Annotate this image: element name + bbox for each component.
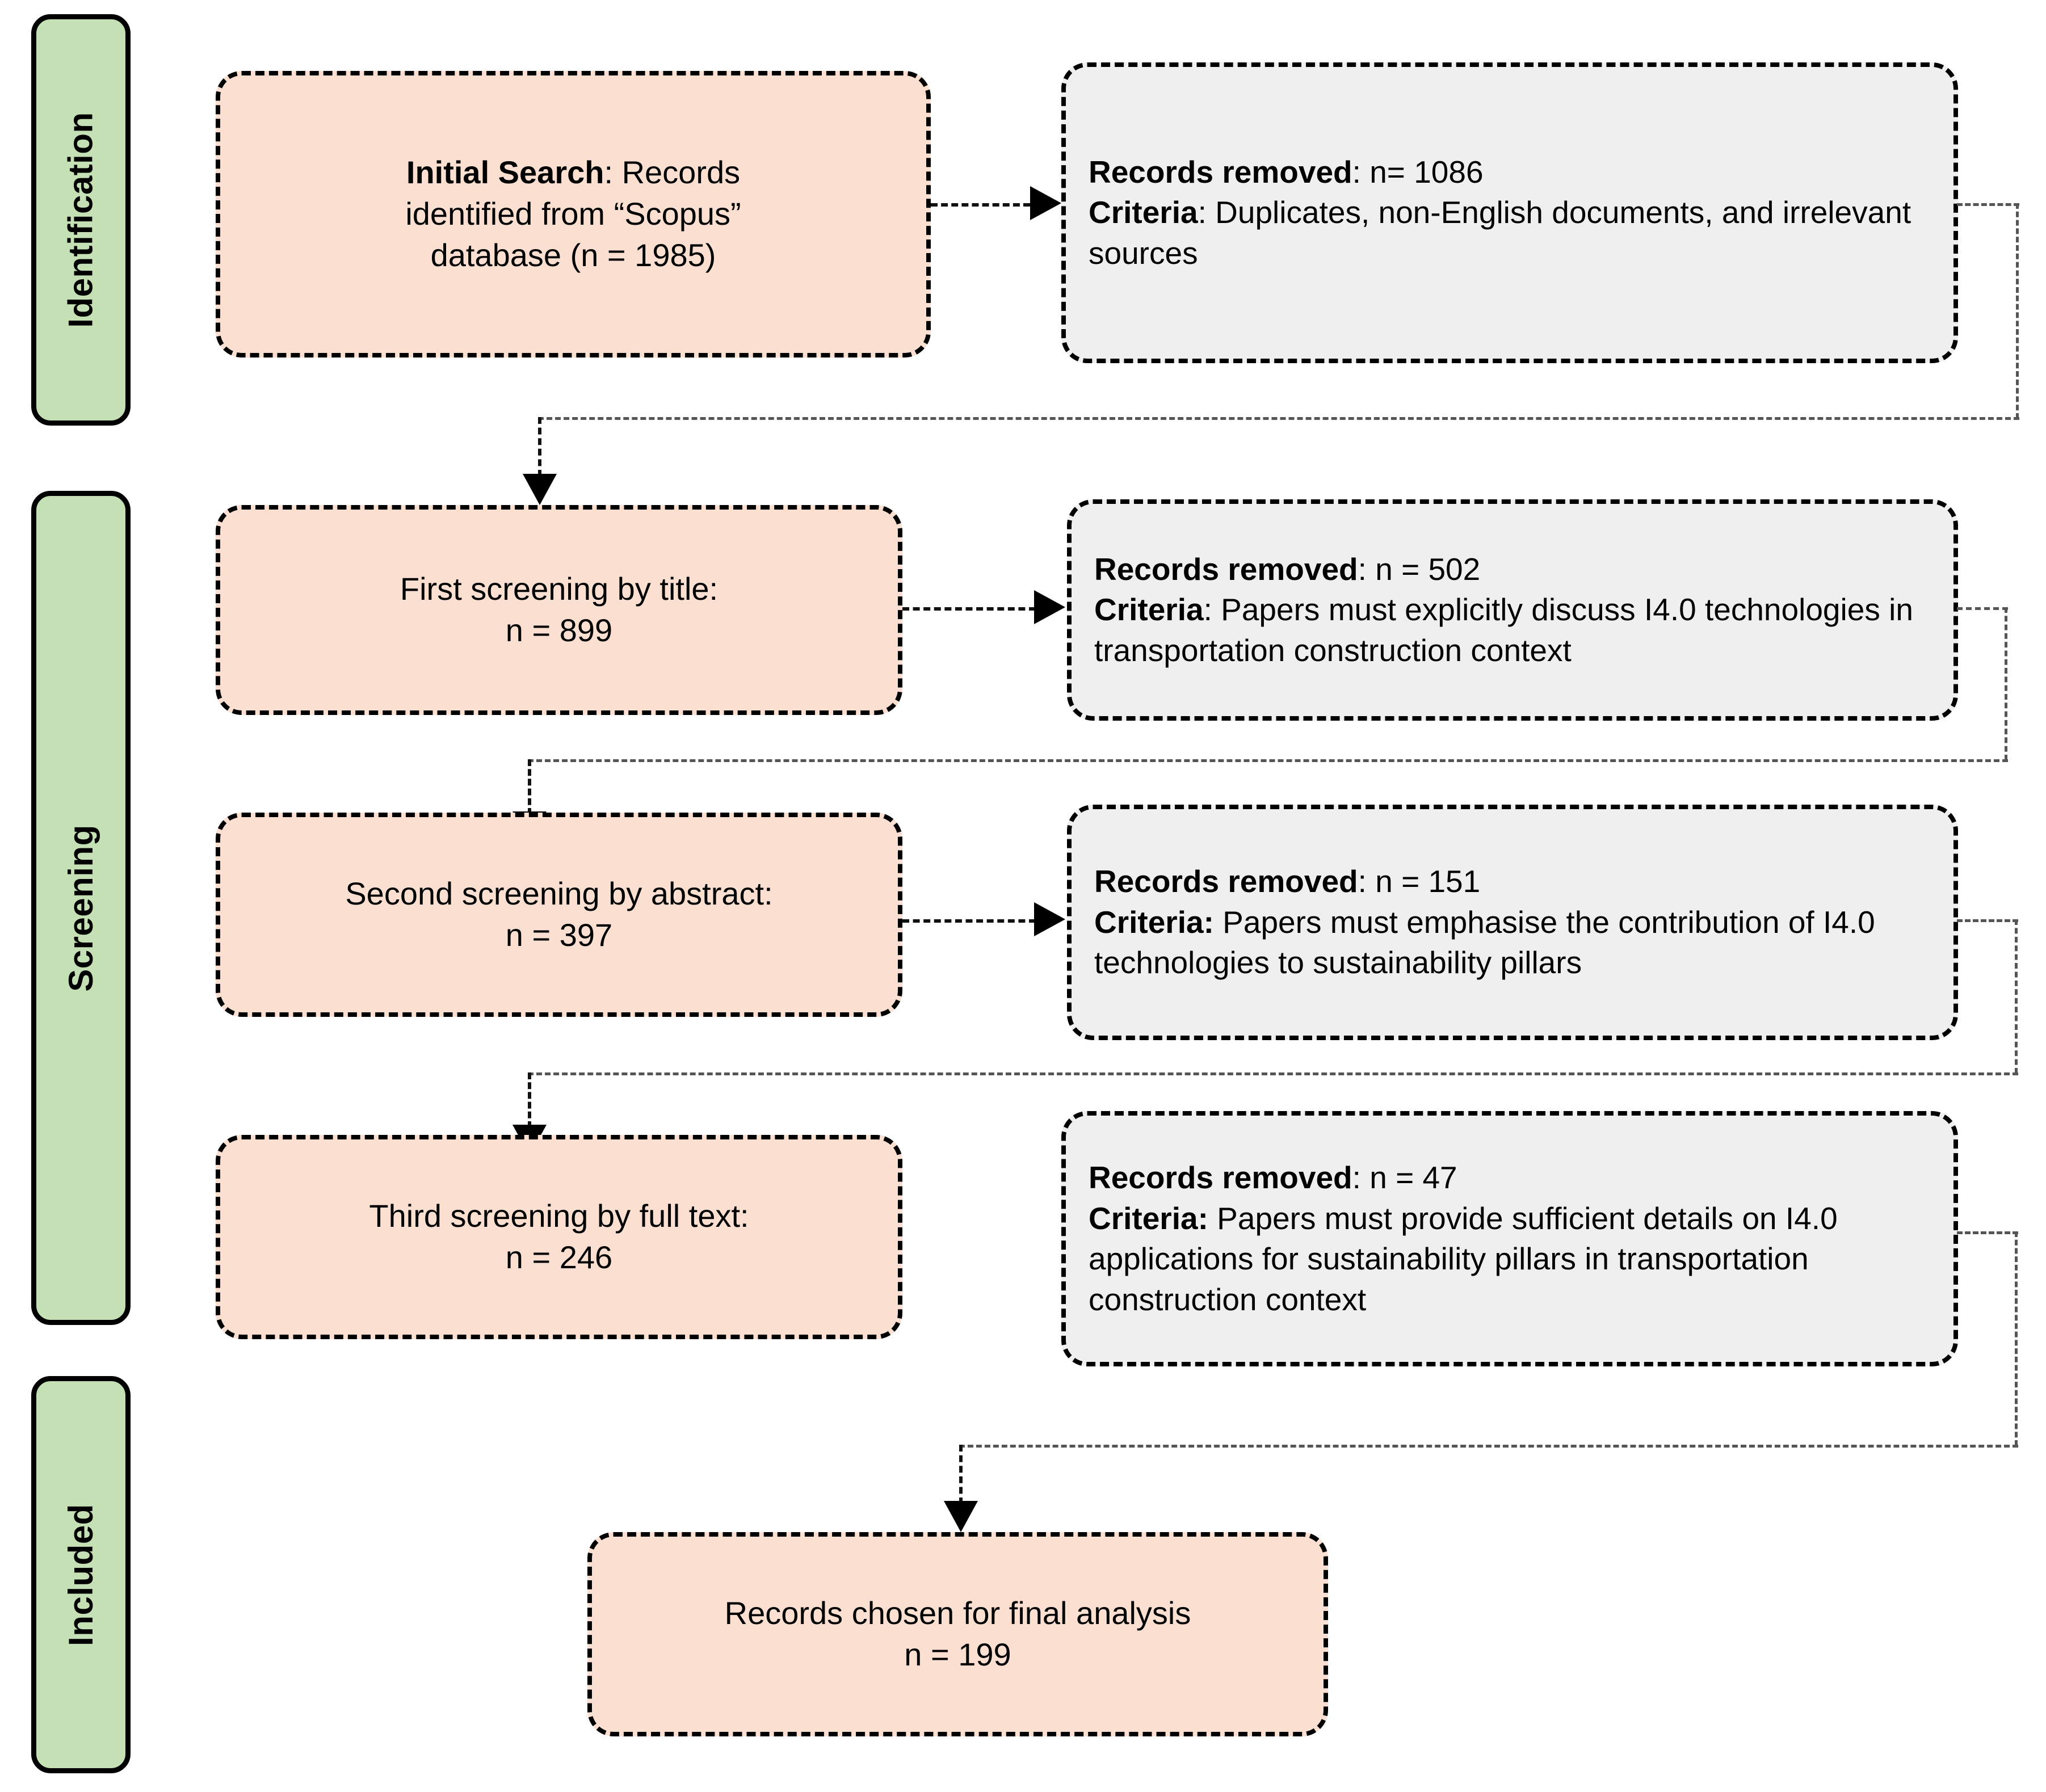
arrowhead-to-first-screening [523, 474, 557, 505]
removed-box-line-removed: Records removed: n= 1086 [1089, 152, 1484, 193]
stage-label-included: Included [62, 1503, 100, 1646]
removed-box-line-criteria: Criteria: Papers must emphasise the cont… [1094, 902, 1931, 983]
records-box-line-1: Records chosen for final analysis [724, 1595, 1191, 1631]
records-box-initial-search: Initial Search: Records identified from … [216, 71, 931, 357]
removed-box-line-criteria: Criteria: Papers must provide sufficient… [1089, 1198, 1931, 1320]
arrowhead-initial-to-removed [1030, 186, 1061, 220]
removed-box-line-criteria: Criteria: Duplicates, non-English docume… [1089, 192, 1931, 274]
connector-r4-left [959, 1445, 2018, 1448]
records-box-line-1-rest: : Records [604, 154, 741, 191]
stage-label-identification: Identification [62, 112, 100, 328]
stage-bar-identification: Identification [31, 14, 131, 426]
connector-second-to-removed [902, 919, 1036, 923]
records-box-line-1: Initial Search: Records [406, 152, 740, 193]
criteria-value: : Papers must explicitly discuss I4.0 te… [1094, 592, 1913, 668]
connector-r3-left [528, 1072, 2018, 1075]
records-box-line-2: n = 246 [505, 1239, 613, 1275]
connector-r4-down [2015, 1231, 2018, 1446]
arrowhead-first-to-removed [1034, 590, 1065, 624]
connector-r3-drop [528, 1072, 531, 1128]
connector-initial-to-removed [931, 203, 1030, 207]
records-box-bold-lead: Initial Search [406, 154, 604, 191]
stage-bar-included: Included [31, 1376, 131, 1773]
removed-box-line-removed: Records removed: n = 151 [1094, 861, 1480, 902]
records-box-line-2: n = 397 [505, 917, 613, 953]
criteria-value: Papers must provide sufficient details o… [1089, 1200, 1838, 1317]
criteria-label: Criteria [1094, 592, 1204, 628]
removed-box-line-removed: Records removed: n = 47 [1089, 1158, 1457, 1198]
arrowhead-second-to-removed [1034, 902, 1065, 936]
criteria-value: : Duplicates, non-English documents, and… [1089, 195, 1911, 271]
removed-label: Records removed [1094, 551, 1358, 587]
stage-bar-screening: Screening [31, 491, 131, 1325]
connector-first-to-removed [902, 607, 1036, 611]
records-box-line-3: database (n = 1985) [430, 237, 716, 273]
arrowhead-to-final-records [944, 1501, 978, 1532]
connector-r4-exit-right [1957, 1231, 2018, 1234]
connector-r1-left [538, 417, 2019, 420]
connector-r2-down [2005, 607, 2007, 760]
connector-r1-down [2016, 203, 2019, 419]
criteria-label: Criteria: [1094, 904, 1214, 940]
records-box-line-2: n = 199 [904, 1637, 1011, 1672]
removed-box-line-removed: Records removed: n = 502 [1094, 549, 1480, 590]
criteria-label: Criteria: [1089, 1200, 1208, 1236]
removed-box-second-screening: Records removed: n = 151 Criteria: Paper… [1067, 805, 1958, 1040]
stage-label-screening: Screening [62, 824, 100, 992]
records-box-final-analysis: Records chosen for final analysis n = 19… [587, 1532, 1328, 1736]
connector-r2-drop [528, 759, 531, 815]
records-box-third-screening: Third screening by full text: n = 246 [216, 1135, 902, 1339]
connector-r4-drop [959, 1445, 963, 1504]
removed-box-identification: Records removed: n= 1086 Criteria: Dupli… [1061, 62, 1958, 363]
criteria-label: Criteria [1089, 195, 1198, 230]
records-box-line-2: n = 899 [505, 612, 613, 648]
connector-r2-exit-right [1957, 607, 2008, 610]
removed-label: Records removed [1089, 1160, 1352, 1195]
removed-box-third-screening: Records removed: n = 47 Criteria: Papers… [1061, 1111, 1958, 1366]
removed-label: Records removed [1094, 864, 1358, 899]
removed-box-first-screening: Records removed: n = 502 Criteria: Paper… [1067, 499, 1958, 721]
removed-value: : n = 502 [1358, 551, 1481, 587]
criteria-value: Papers must emphasise the contribution o… [1094, 904, 1875, 981]
removed-value: : n = 151 [1358, 864, 1481, 899]
connector-r1-drop [538, 417, 541, 477]
removed-value: : n= 1086 [1352, 154, 1484, 190]
records-box-second-screening: Second screening by abstract: n = 397 [216, 813, 902, 1017]
removed-label: Records removed [1089, 154, 1352, 190]
connector-r2-left [528, 759, 2008, 762]
connector-r1-exit-right [1957, 203, 2019, 206]
removed-box-line-criteria: Criteria: Papers must explicitly discuss… [1094, 590, 1931, 671]
connector-r3-down [2015, 919, 2018, 1074]
records-box-line-1: Third screening by full text: [369, 1198, 749, 1234]
removed-value: : n = 47 [1352, 1160, 1457, 1195]
records-box-line-2: identified from “Scopus” [405, 196, 741, 232]
records-box-first-screening: First screening by title: n = 899 [216, 505, 902, 715]
records-box-line-1: Second screening by abstract: [345, 876, 773, 912]
connector-r3-exit-right [1957, 919, 2018, 922]
records-box-line-1: First screening by title: [400, 571, 719, 607]
